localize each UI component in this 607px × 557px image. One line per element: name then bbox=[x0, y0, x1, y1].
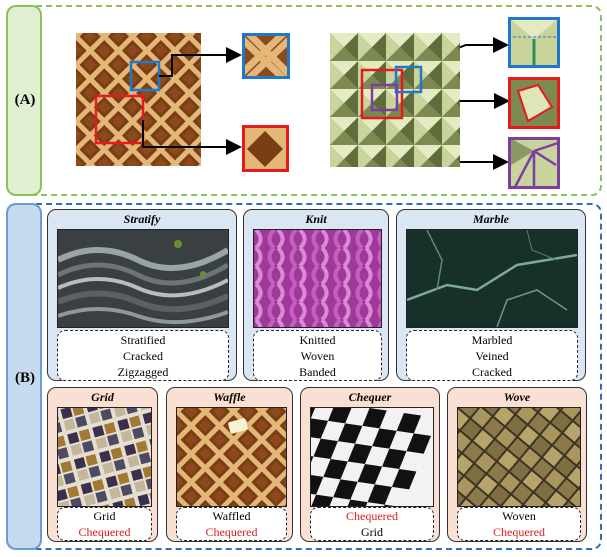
grid-texture-image bbox=[57, 407, 152, 507]
knit-attr-2: Woven bbox=[300, 348, 335, 363]
knit-attr-3: Banded bbox=[299, 364, 336, 379]
stratify-attributes: Stratified Cracked Zigzagged bbox=[57, 330, 229, 381]
marble-attributes: Marbled Veined Cracked bbox=[406, 330, 578, 381]
waffle-red-arrow bbox=[142, 120, 242, 155]
chequer-attributes: Chequered Grid bbox=[310, 507, 434, 541]
wove-card: Wove Woven Chequered bbox=[447, 387, 587, 542]
knit-texture-image bbox=[253, 229, 382, 328]
marble-attr-3: Cracked bbox=[472, 364, 512, 379]
waffle-blue-arrow bbox=[159, 47, 242, 77]
wove-attr-1: Woven bbox=[502, 509, 536, 523]
marble-attr-1: Marbled bbox=[471, 332, 513, 347]
wove-attributes: Woven Chequered bbox=[457, 507, 581, 541]
chequer-attr-2: Grid bbox=[361, 525, 383, 539]
chequer-attr-1: Chequered bbox=[346, 509, 398, 523]
grid-card: Grid Grid Chequered bbox=[47, 387, 158, 542]
waffle-attr-2: Chequered bbox=[205, 525, 258, 539]
wove-attr-2: Chequered bbox=[493, 525, 545, 539]
chequer-title: Chequer bbox=[348, 390, 392, 404]
knit-card: Knit Knitted Woven Banded bbox=[243, 209, 389, 381]
pleat-red-crop bbox=[508, 77, 560, 129]
stratify-attr-2: Cracked bbox=[123, 348, 163, 363]
grid-attributes: Grid Chequered bbox=[57, 507, 152, 541]
marble-title: Marble bbox=[473, 212, 509, 226]
marble-attr-2: Veined bbox=[475, 348, 509, 363]
waffle-red-crop bbox=[242, 125, 289, 172]
panel-b-label: (B) bbox=[15, 370, 35, 386]
waffle-red-region-box bbox=[94, 94, 145, 145]
grid-attr-2: Chequered bbox=[78, 525, 131, 539]
grid-attr-1: Grid bbox=[93, 509, 116, 523]
knit-title: Knit bbox=[305, 212, 327, 226]
waffle-card: Waffle Waffled Chequered bbox=[166, 387, 293, 542]
waffle-attributes: Waffled Chequered bbox=[176, 507, 287, 541]
stratify-title: Stratify bbox=[123, 212, 161, 226]
pleat-source-image bbox=[330, 33, 460, 167]
waffle-title: Waffle bbox=[213, 390, 246, 404]
panel-a-tab bbox=[6, 5, 42, 196]
panel-b-tab bbox=[6, 203, 42, 550]
stratify-attr-3: Zigzagged bbox=[117, 364, 169, 379]
wove-texture-image bbox=[457, 407, 581, 507]
stratify-texture-image bbox=[57, 229, 229, 328]
grid-title: Grid bbox=[91, 390, 114, 404]
marble-card: Marble Marbled Veined Cracked bbox=[396, 209, 586, 381]
pleat-blue-crop bbox=[508, 17, 560, 68]
waffle-texture-image bbox=[176, 407, 287, 507]
panel-a-label: (A) bbox=[14, 92, 36, 108]
stratify-attr-1: Stratified bbox=[120, 332, 166, 347]
chequer-card: Chequer Chequered Grid bbox=[300, 387, 440, 542]
pleat-purple-crop bbox=[508, 137, 560, 189]
waffle-attr-1: Waffled bbox=[212, 509, 251, 523]
pleat-purple-region-box bbox=[370, 83, 399, 112]
knit-attr-1: Knitted bbox=[299, 332, 336, 347]
stratify-card: Stratify Stratified Cracked Zigzagged bbox=[47, 209, 237, 381]
waffle-blue-crop bbox=[242, 33, 290, 79]
knit-attributes: Knitted Woven Banded bbox=[253, 330, 382, 381]
pleat-blue-region-box bbox=[394, 65, 423, 94]
marble-texture-image bbox=[406, 229, 578, 328]
wove-title: Wove bbox=[503, 390, 531, 404]
pleat-red-region-box bbox=[360, 68, 404, 120]
chequer-texture-image bbox=[310, 407, 434, 507]
